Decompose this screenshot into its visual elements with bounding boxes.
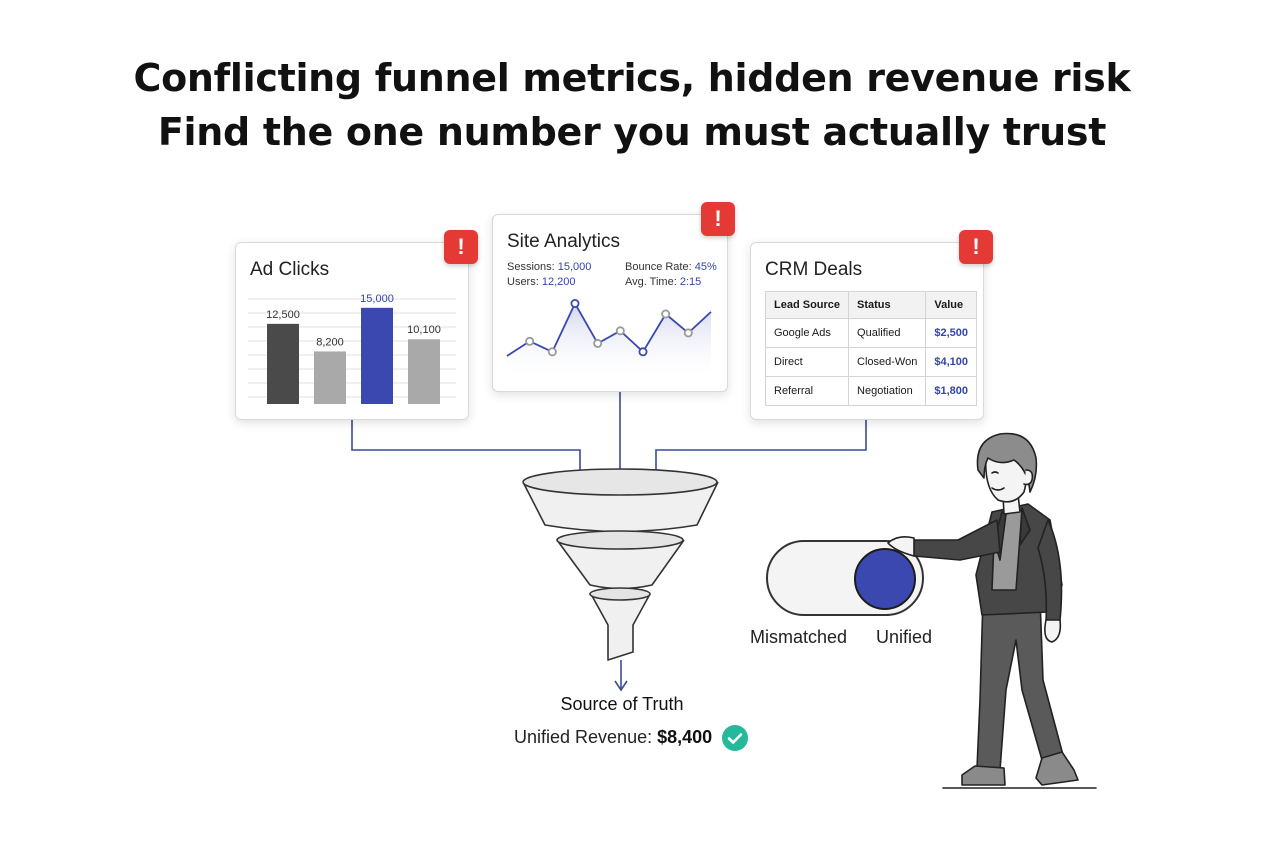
person-hand-down: [1044, 619, 1062, 643]
funnel-middle-body: [556, 539, 685, 590]
person-trousers: [976, 597, 1064, 771]
site-analytics-line-chart: [506, 299, 712, 377]
person-right-shoe: [1035, 751, 1079, 786]
sessions-value: 15,000: [557, 261, 592, 273]
person-neck: [1002, 493, 1021, 515]
source-of-truth-label: Source of Truth: [560, 694, 684, 714]
funnel-middle-rim: [556, 530, 684, 550]
ad-clicks-card: Ad Clicks 12,500 8,200 15,000 10,100: [235, 242, 469, 420]
bounce-rate-value: 45%: [694, 261, 717, 273]
toggle-knob[interactable]: [854, 548, 916, 610]
avg-time-stat: Avg. Time: 2:15: [625, 276, 701, 288]
person-hair: [976, 432, 1038, 493]
funnel-top-body: [522, 481, 719, 533]
data-point: [615, 326, 625, 336]
lead-source-cell: Direct: [764, 347, 850, 377]
users-label: Users:: [507, 276, 539, 288]
person-lapel: [1019, 507, 1031, 546]
data-point: [638, 347, 648, 357]
person-smile: [991, 487, 1005, 491]
person-jacket: [975, 503, 1063, 616]
site-analytics-alert-icon: !: [701, 202, 735, 236]
unified-revenue-label: Unified Revenue:: [514, 727, 653, 747]
funnel-spout: [590, 593, 651, 661]
column-header: Status: [848, 291, 927, 319]
bar: [314, 351, 346, 404]
data-point: [570, 299, 580, 309]
unified-toggle-switch[interactable]: [766, 540, 924, 616]
bounce-rate-stat: Bounce Rate: 45%: [625, 261, 717, 273]
unified-revenue: Unified Revenue: $8,400: [514, 727, 712, 748]
bounce-rate-label: Bounce Rate:: [625, 261, 692, 273]
funnel-bottom-rim: [589, 587, 651, 601]
bar: [267, 323, 299, 404]
unified-revenue-value: $8,400: [657, 727, 713, 747]
crm-deals-title: CRM Deals: [765, 259, 863, 280]
line-area-fill: [507, 303, 711, 377]
status-cell: Negotiation: [848, 376, 927, 406]
data-point: [683, 328, 693, 338]
column-header: Lead Source: [764, 291, 850, 319]
person-left-shoe: [961, 765, 1006, 786]
bar-value-label: 8,200: [316, 336, 344, 348]
toggle-label-mismatched: Mismatched: [750, 627, 848, 647]
site-analytics-card: Site Analytics Sessions: 15,000 Bounce R…: [492, 214, 728, 392]
value-cell: $4,100: [925, 347, 978, 377]
crm-deals-card: CRM Deals Lead Source Status Value Googl…: [750, 242, 984, 420]
series-line: [506, 301, 712, 357]
site-analytics-title: Site Analytics: [507, 231, 620, 252]
person-ear: [1023, 469, 1034, 486]
headline-line-2: Find the one number you must actually tr…: [157, 110, 1107, 154]
table-row: Google Ads Qualified $2,500: [764, 318, 978, 348]
status-cell: Qualified: [848, 318, 927, 348]
table-row: Referral Negotiation $1,800: [764, 376, 978, 406]
table-header-row: Lead Source Status Value: [764, 291, 978, 319]
table-row: Direct Closed-Won $4,100: [764, 347, 978, 377]
value-cell: $2,500: [925, 318, 978, 348]
lead-source-cell: Google Ads: [764, 318, 850, 348]
bar-value-label: 15,000: [360, 293, 394, 305]
column-header: Value: [925, 291, 978, 319]
person-eye: [991, 471, 999, 474]
person-lapel: [993, 511, 1007, 561]
crm-deals-table: Lead Source Status Value Google Ads Qual…: [764, 291, 978, 406]
person-arm: [913, 519, 1001, 561]
avg-time-value: 2:15: [679, 276, 702, 288]
bar: [408, 339, 440, 404]
ad-clicks-title: Ad Clicks: [250, 259, 330, 280]
toggle-label-unified: Unified: [876, 627, 933, 647]
person-arm-down: [1037, 519, 1063, 623]
person-shirt: [991, 509, 1023, 591]
status-cell: Closed-Won: [848, 347, 927, 377]
data-point: [593, 338, 603, 348]
users-stat: Users: 12,200: [507, 276, 576, 288]
bar-value-label: 12,500: [266, 309, 300, 321]
person-face: [984, 451, 1028, 503]
data-point: [661, 309, 671, 319]
check-circle-icon: [722, 725, 748, 751]
avg-time-label: Avg. Time:: [625, 276, 677, 288]
crm-deals-alert-icon: !: [959, 230, 993, 264]
bar: [361, 307, 393, 404]
bar-value-label: 10,100: [407, 324, 441, 336]
headline-line-1: Conflicting funnel metrics, hidden reven…: [133, 56, 1131, 100]
data-point: [525, 336, 535, 346]
users-value: 12,200: [541, 276, 576, 288]
ad-clicks-bar-chart: 12,500 8,200 15,000 10,100: [248, 293, 456, 404]
sessions-label: Sessions:: [507, 261, 555, 273]
ad-clicks-alert-icon: !: [444, 230, 478, 264]
data-point: [547, 347, 557, 357]
value-cell: $1,800: [925, 376, 978, 406]
funnel-top-rim: [522, 468, 718, 496]
lead-source-cell: Referral: [764, 376, 850, 406]
sessions-stat: Sessions: 15,000: [507, 261, 591, 273]
